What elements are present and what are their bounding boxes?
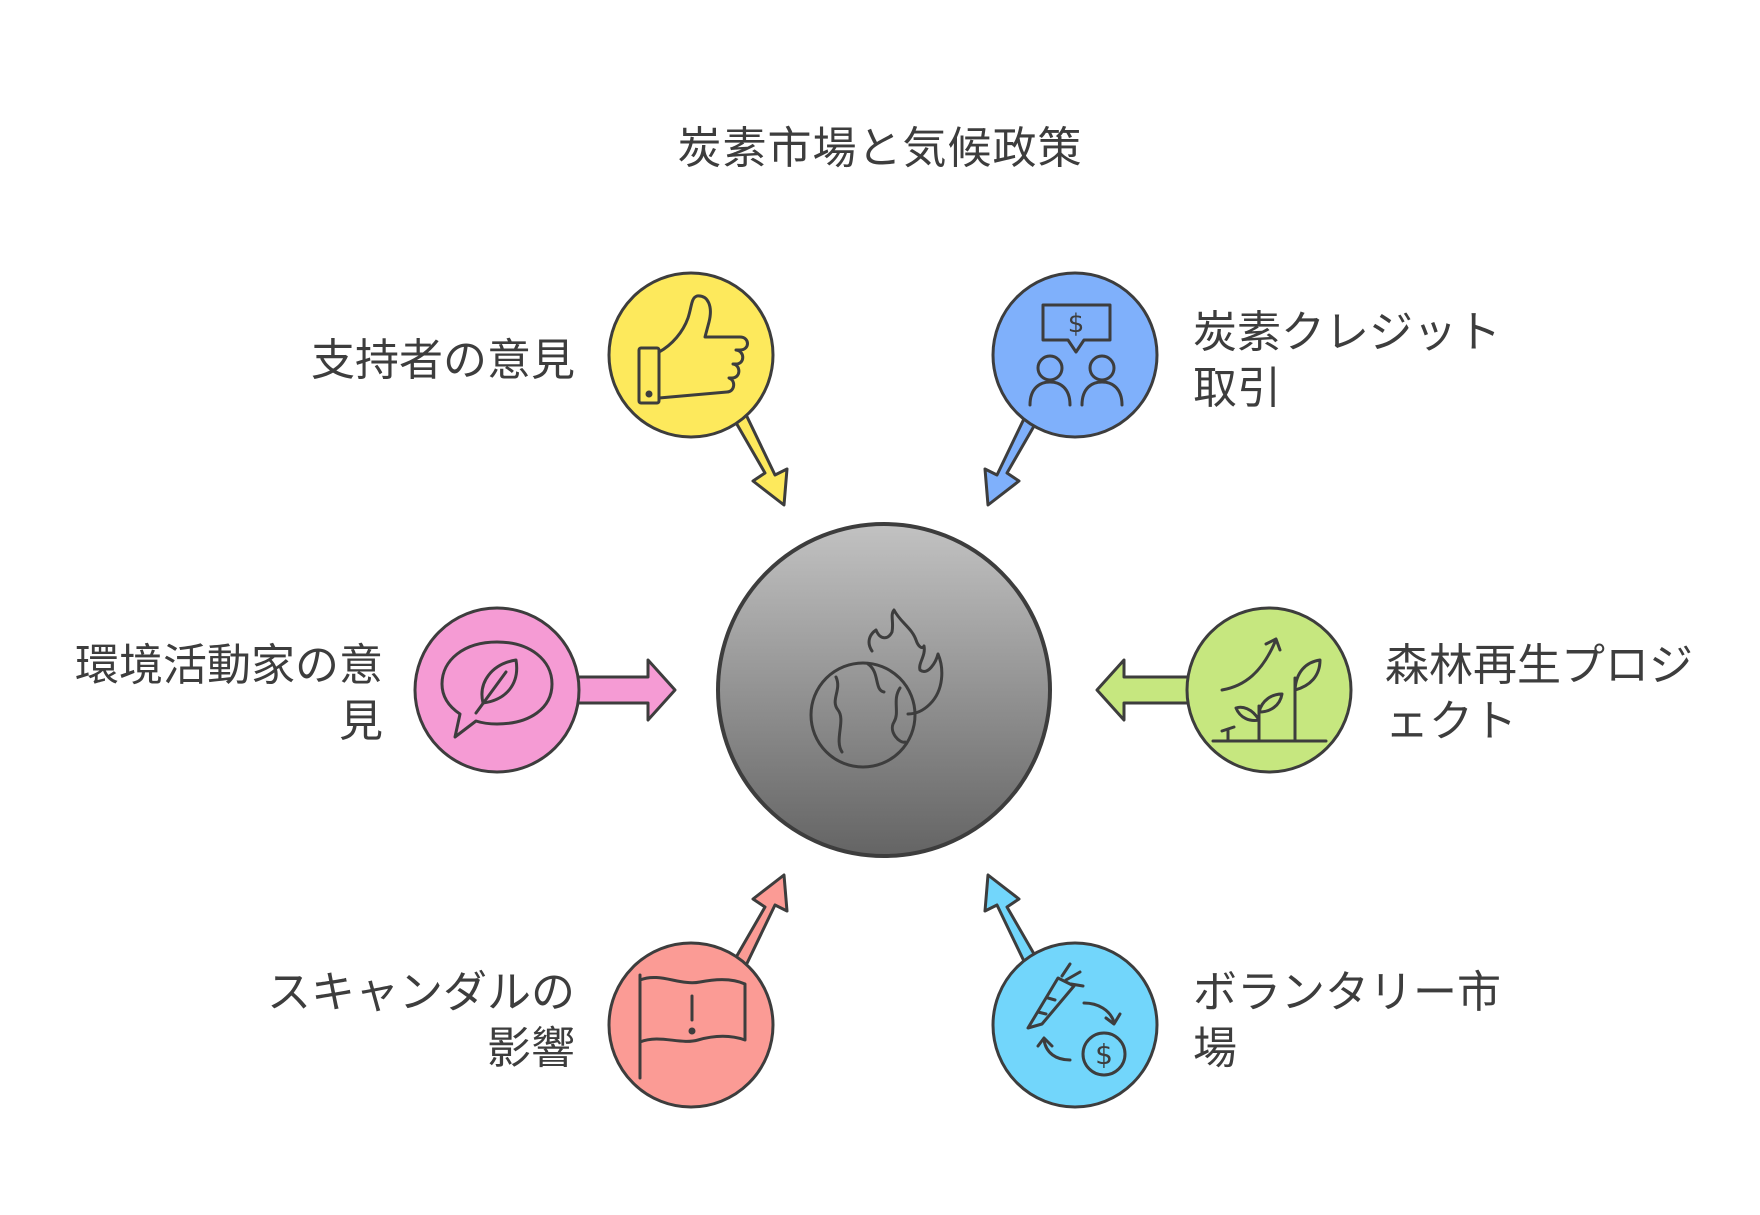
voluntary-market-label-line-1: ボランタリー市 [1193,967,1501,1018]
diagram-title: 炭素市場と気候政策 [677,123,1083,174]
label-reforestation: 森林再生プロジ ェクト [1385,638,1693,750]
credit-trading-label-line-1: 炭素クレジット [1193,307,1501,358]
supporters-label-line-1: 支持者の意見 [311,335,575,386]
node-activists [413,606,677,774]
thumbs-up-icon [637,294,749,405]
plant-growth-icon [1211,637,1328,743]
credit-trading-circle [991,271,1159,439]
reforestation-label-line-2: ェクト [1385,696,1517,747]
scandal-circle [607,941,775,1109]
burning-globe-icon [809,608,944,769]
activists-circle [413,606,581,774]
activists-label-line-2: 見 [339,696,383,747]
activists-arrow [573,658,677,722]
svg-text:$: $ [1095,1038,1113,1071]
node-credit-trading: $ [983,271,1159,507]
activists-label-line-1: 環境活動家の意 [75,640,383,691]
scandal-label-line-1: スキャンダルの [267,967,575,1018]
reforestation-circle [1185,606,1353,774]
node-supporters [607,271,789,507]
label-voluntary-market: ボランタリー市 場 [1193,965,1501,1077]
label-credit-trading: 炭素クレジット 取引 [1193,305,1501,417]
reforestation-label-line-1: 森林再生プロジ [1385,640,1693,691]
center-circle [716,522,1052,858]
label-supporters: 支持者の意見 [311,333,575,389]
credit-trading-label-line-2: 取引 [1193,363,1281,414]
reforestation-arrow [1095,658,1199,722]
svg-text:$: $ [1068,309,1085,339]
center-node [716,522,1052,858]
voluntary-market-label-line-2: 場 [1193,1023,1237,1074]
label-activists: 環境活動家の意 見 [75,638,383,750]
carrot-money-exchange-icon: $ [1026,962,1127,1077]
node-reforestation [1095,606,1353,774]
supporters-circle [607,271,775,439]
leaf-speech-icon [440,640,554,739]
money-discussion-icon: $ [1028,303,1124,407]
voluntary-market-circle [991,941,1159,1109]
node-voluntary-market: $ [983,873,1159,1109]
scandal-label-line-2: 影響 [487,1023,575,1074]
warning-flag-icon [638,973,747,1080]
label-scandal: スキャンダルの 影響 [267,965,575,1077]
node-scandal [607,873,789,1109]
